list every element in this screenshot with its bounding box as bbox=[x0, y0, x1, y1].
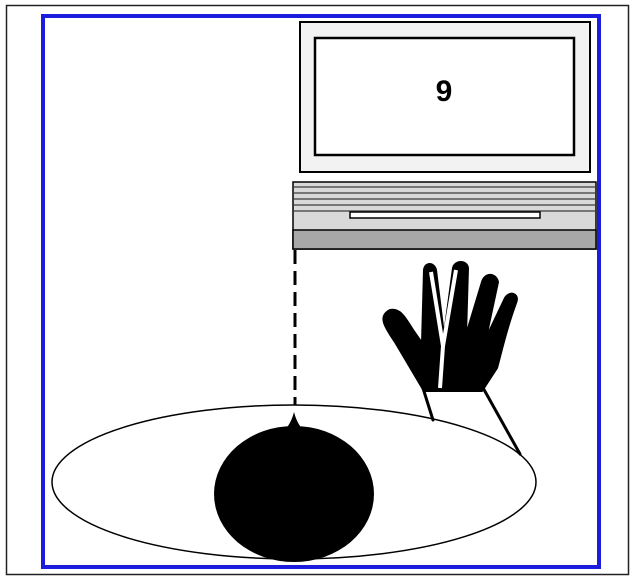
head-shape bbox=[214, 426, 374, 562]
monitor-number: 9 bbox=[436, 75, 453, 108]
keyboard-spacebar bbox=[350, 212, 540, 218]
monitor-icon: 9 bbox=[300, 22, 590, 172]
keyboard-front-edge bbox=[293, 230, 596, 249]
keyboard-icon bbox=[293, 182, 596, 249]
